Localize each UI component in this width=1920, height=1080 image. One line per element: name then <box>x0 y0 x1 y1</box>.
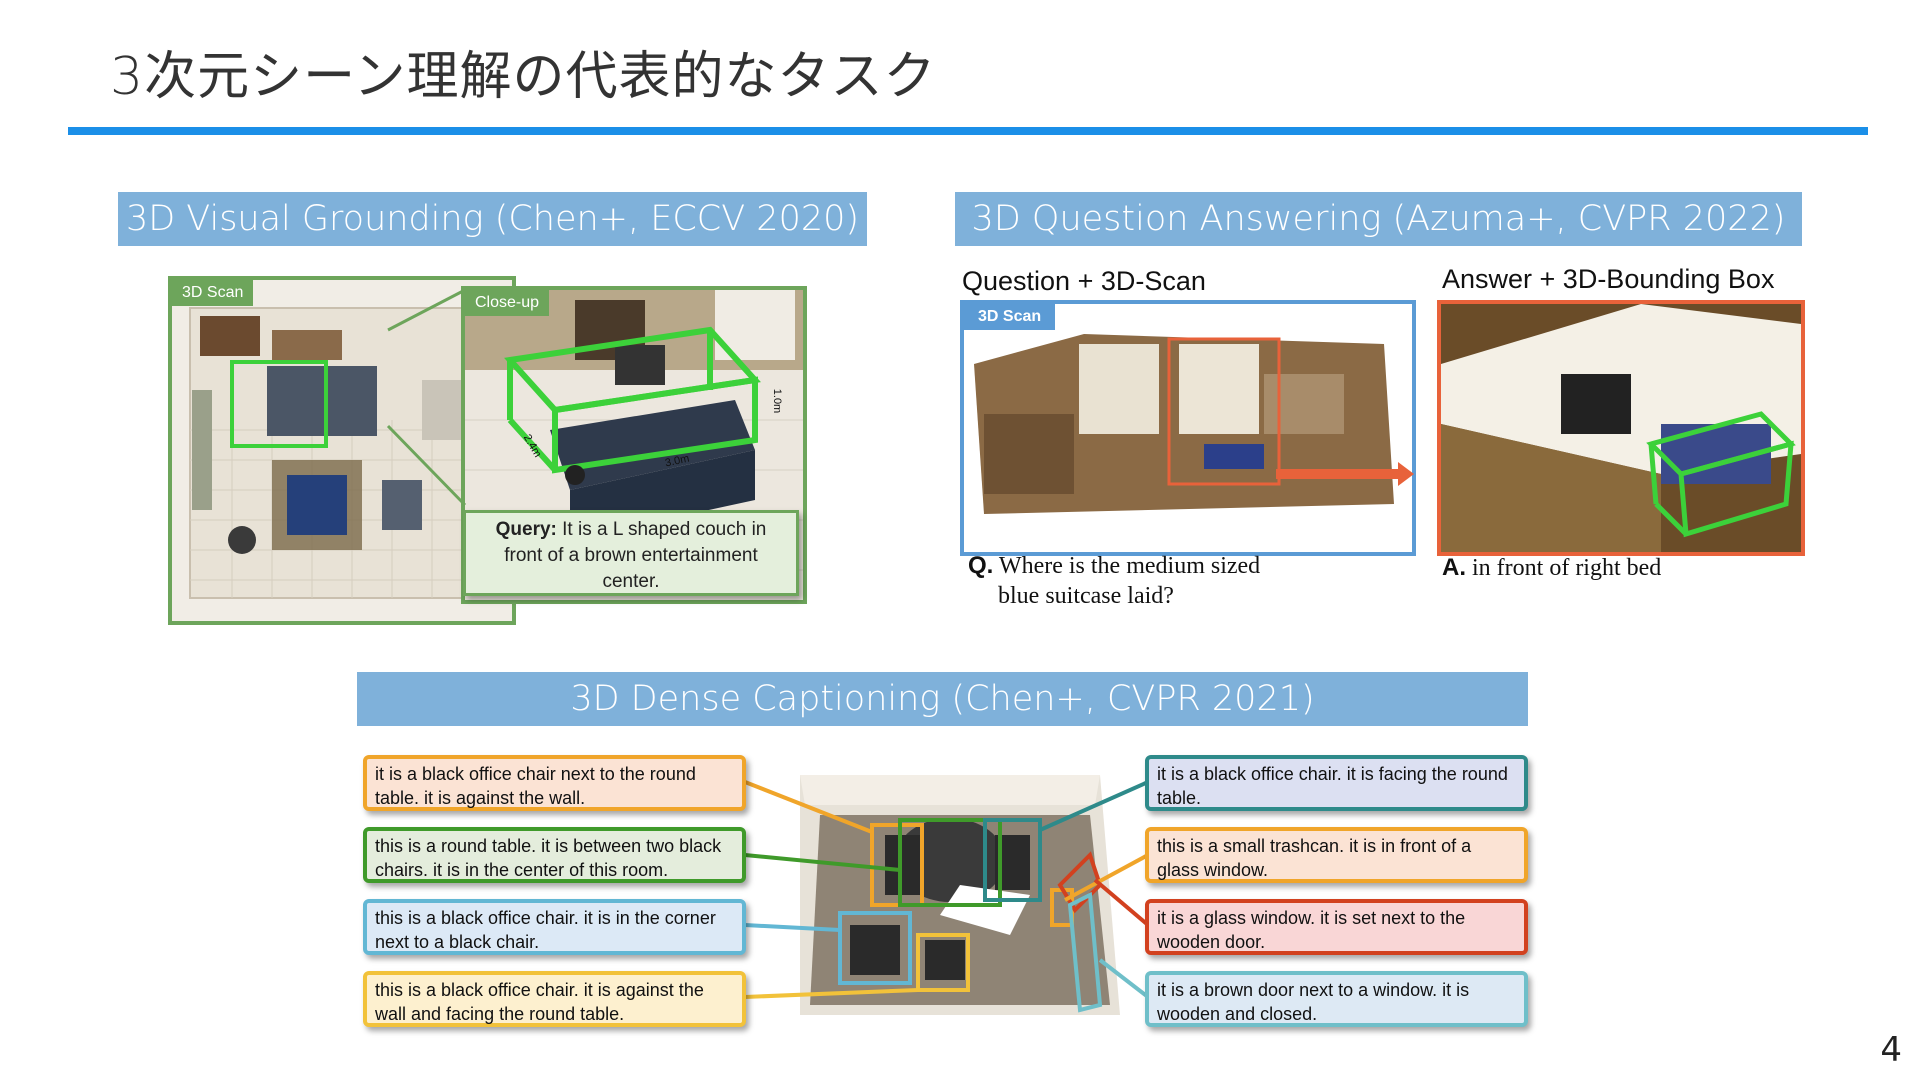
grounding-header: 3D Visual Grounding (Chen+, ECCV 2020) <box>118 192 867 246</box>
qa-scan-label: 3D Scan <box>964 304 1056 330</box>
qa-answer-text: in front of right bed <box>1472 555 1662 581</box>
qa-answer: A. in front of right bed <box>1442 553 1661 583</box>
grounding-scan-label: 3D Scan <box>172 280 254 306</box>
qa-question: Q. Where is the medium sized blue suitca… <box>968 551 1260 611</box>
grounding-scan-render <box>189 307 491 599</box>
captioning-scene-render <box>800 775 1120 1015</box>
qa-answer-render <box>1441 304 1801 552</box>
grounding-query-box: Query: It is a L shaped couch in front o… <box>463 510 799 596</box>
page-number: 4 <box>1880 1030 1902 1070</box>
slide-title: 3次元シーン理解の代表的なタスク <box>110 47 937 107</box>
left-caption-2: this is a round table. it is between two… <box>363 827 746 883</box>
qa-header: 3D Question Answering (Azuma+, CVPR 2022… <box>955 192 1802 246</box>
right-caption-4: it is a brown door next to a window. it … <box>1145 971 1528 1027</box>
left-caption-1: it is a black office chair next to the r… <box>363 755 746 811</box>
qa-right-heading: Answer + 3D-Bounding Box <box>1442 264 1775 294</box>
captioning-scene-image <box>790 765 1125 1031</box>
qa-question-line1: Where is the medium sized <box>998 553 1261 579</box>
captioning-header: 3D Dense Captioning (Chen+, CVPR 2021) <box>357 672 1528 726</box>
left-caption-3: this is a black office chair. it is in t… <box>363 899 746 955</box>
title-underline <box>68 127 1868 135</box>
dimension-height: 1.0m <box>771 388 784 414</box>
qa-scan-render <box>974 334 1394 514</box>
qa-answer-label: A. <box>1442 554 1466 581</box>
left-caption-4: this is a black office chair. it is agai… <box>363 971 746 1027</box>
qa-question-line2: blue suitcase laid? <box>998 583 1174 609</box>
qa-scan-image: 3D Scan <box>960 300 1416 556</box>
qa-left-heading: Question + 3D-Scan <box>962 266 1206 296</box>
qa-question-label: Q. <box>968 552 994 579</box>
query-text: It is a L shaped couch in front of a bro… <box>504 519 767 592</box>
right-caption-1: it is a black office chair. it is facing… <box>1145 755 1528 811</box>
query-label: Query: <box>495 519 557 540</box>
right-caption-3: it is a glass window. it is set next to … <box>1145 899 1528 955</box>
qa-answer-image <box>1437 300 1805 556</box>
grounding-closeup-label: Close-up <box>465 290 550 316</box>
right-caption-2: this is a small trashcan. it is in front… <box>1145 827 1528 883</box>
